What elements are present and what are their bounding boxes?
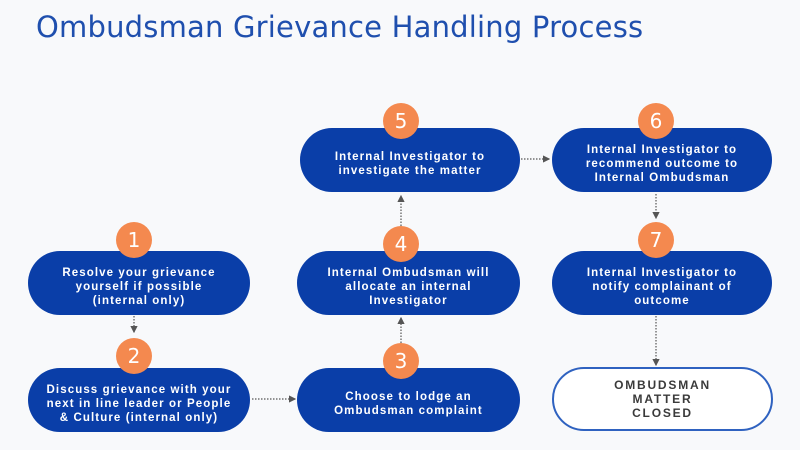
step-5-badge: 5 xyxy=(383,103,419,139)
step-2-badge: 2 xyxy=(116,338,152,374)
step-1-badge: 1 xyxy=(116,222,152,258)
end-node-box: OMBUDSMAN MATTER CLOSED xyxy=(552,367,773,431)
step-5-text: Internal Investigator to investigate the… xyxy=(334,151,486,177)
step-1-text: Resolve your grievance yourself if possi… xyxy=(62,267,216,307)
step-7-text: Internal Investigator to notify complain… xyxy=(586,267,738,307)
step-3-text: Choose to lodge an Ombudsman complaint xyxy=(334,391,483,417)
step-7-box: Internal Investigator to notify complain… xyxy=(552,251,772,315)
end-node-text: OMBUDSMAN MATTER CLOSED xyxy=(614,378,711,420)
page-title: Ombudsman Grievance Handling Process xyxy=(36,10,644,44)
step-5-box: Internal Investigator to investigate the… xyxy=(300,128,520,192)
step-2-text: Discuss grievance with your next in line… xyxy=(46,384,232,424)
step-4-badge: 4 xyxy=(383,226,419,262)
step-7-badge: 7 xyxy=(638,222,674,258)
step-6-text: Internal Investigator to recommend outco… xyxy=(585,144,739,184)
step-6-box: Internal Investigator to recommend outco… xyxy=(552,128,772,192)
step-4-text: Internal Ombudsman will allocate an inte… xyxy=(327,267,490,307)
step-1-box: Resolve your grievance yourself if possi… xyxy=(28,251,250,315)
step-3-box: Choose to lodge an Ombudsman complaint xyxy=(297,368,520,432)
step-4-box: Internal Ombudsman will allocate an inte… xyxy=(297,251,520,315)
step-3-badge: 3 xyxy=(383,343,419,379)
step-2-box: Discuss grievance with your next in line… xyxy=(28,368,250,432)
step-6-badge: 6 xyxy=(638,103,674,139)
